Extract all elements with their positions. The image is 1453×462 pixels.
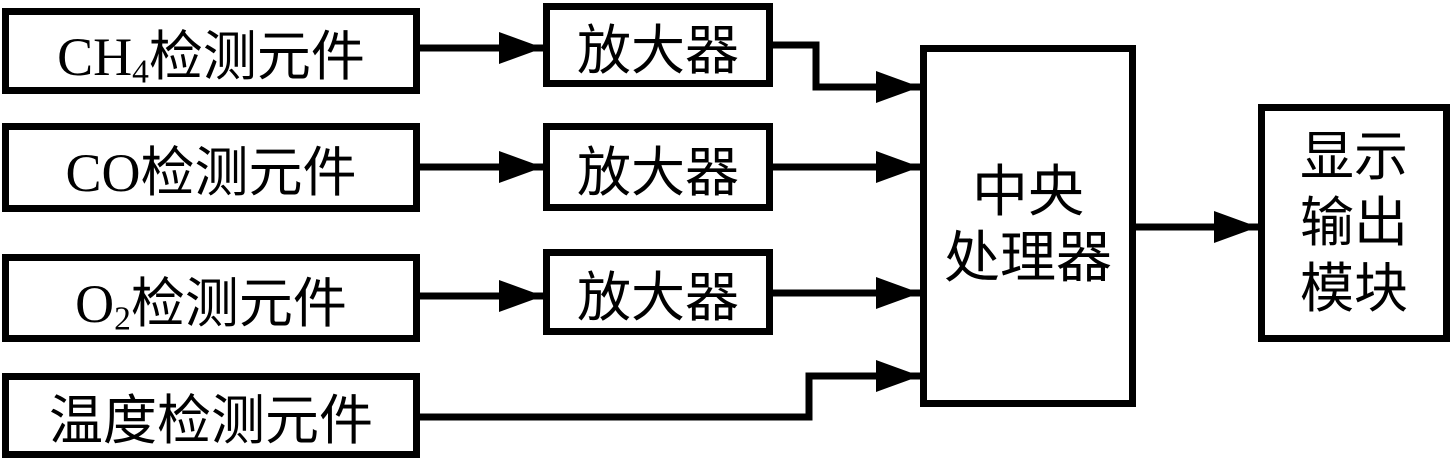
amplifier-3-box: 放大器 <box>543 249 773 335</box>
ch4-sensor-box: CH4检测元件 <box>2 8 420 94</box>
ch4-sensor-label: CH4检测元件 <box>57 26 365 90</box>
display-output-module-box: 显示 输出 模块 <box>1258 104 1450 342</box>
amplifier-1-box: 放大器 <box>543 3 773 87</box>
display-output-module-label: 显示 输出 模块 <box>1300 127 1408 319</box>
amplifier-1-label: 放大器 <box>577 20 739 81</box>
arrow-temp-to-cpu <box>420 360 920 421</box>
temp-sensor-box: 温度检测元件 <box>2 373 420 458</box>
amplifier-3-label: 放大器 <box>577 267 739 328</box>
amplifier-2-box: 放大器 <box>543 123 773 211</box>
cpu-label: 中央 处理器 <box>944 162 1112 290</box>
temp-sensor-label: 温度检测元件 <box>49 391 373 451</box>
amplifier-2-label: 放大器 <box>577 142 739 203</box>
cpu-box: 中央 处理器 <box>920 45 1136 407</box>
o2-sensor-label: O2检测元件 <box>75 273 347 337</box>
co-sensor-label: CO检测元件 <box>65 143 357 203</box>
co-sensor-box: CO检测元件 <box>2 123 420 212</box>
arrow-amp1-to-cpu <box>770 41 920 103</box>
o2-sensor-box: O2检测元件 <box>2 254 420 342</box>
